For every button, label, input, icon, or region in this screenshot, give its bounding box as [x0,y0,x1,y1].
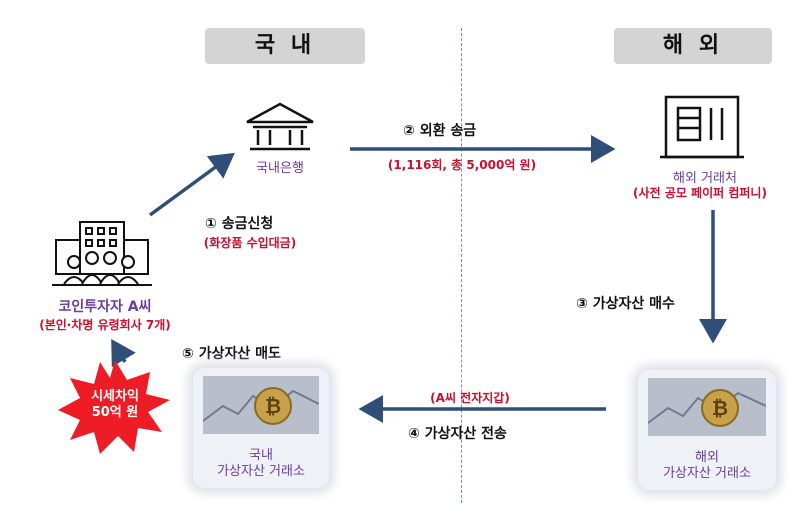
overseas-exchange-card: ₿ 해외 가상자산 거래소 [638,370,776,490]
burst-line1: 시세차익 [91,389,139,404]
arrow-step5 [111,338,136,368]
arrow-step1 [148,152,235,217]
burst-line2: 50억 원 [91,405,139,420]
domestic-exchange-card: ₿ 국내 가상자산 거래소 [193,368,329,488]
svg-text:₿: ₿ [712,396,728,420]
step4-note: (A씨 전자지갑) [430,391,510,405]
overseas-exchange-line1: 해외 [695,450,719,465]
step2-label: ② 외환 송금 [403,123,477,139]
domestic-exchange-line2: 가상자산 거래소 [217,464,305,479]
overseas-exchange-line2: 가상자산 거래소 [663,466,751,481]
company-people-icon [52,221,152,286]
step1-note: (화장품 수입대금) [203,236,297,250]
header-domestic: 국 내 [205,28,365,64]
step1-label: ① 송금신청 [205,216,274,232]
profit-burst-text: 시세차익 50억 원 [72,389,158,421]
region-divider [461,28,462,503]
domestic-bank-label: 국내은행 [256,161,304,176]
overseas-trader-label: 해외 거래처 [673,171,737,186]
step3-label: ③ 가상자산 매수 [576,296,675,312]
step4-label: ④ 가상자산 전송 [408,426,507,442]
investor-note: (본인·차명 유령회사 7개) [39,318,171,332]
step2-note: (1,116회, 총 5,000억 원) [387,158,537,172]
header-overseas: 해 외 [614,28,772,64]
overseas-exchange-image: ₿ [648,378,766,436]
office-building-icon [660,95,744,159]
investor-label: 코인투자자 A씨 [58,299,152,315]
overseas-trader-note: (사전 공모 페이퍼 컴퍼니) [633,186,767,200]
svg-text:₿: ₿ [265,394,281,418]
bitcoin-icon: ₿ [648,378,766,436]
bitcoin-icon: ₿ [203,376,319,434]
domestic-exchange-image: ₿ [203,376,319,434]
profit-burst [58,360,170,454]
domestic-exchange-line1: 국내 [249,448,273,463]
step5-label: ⑤ 가상자산 매도 [182,346,281,362]
bank-icon [246,102,314,151]
